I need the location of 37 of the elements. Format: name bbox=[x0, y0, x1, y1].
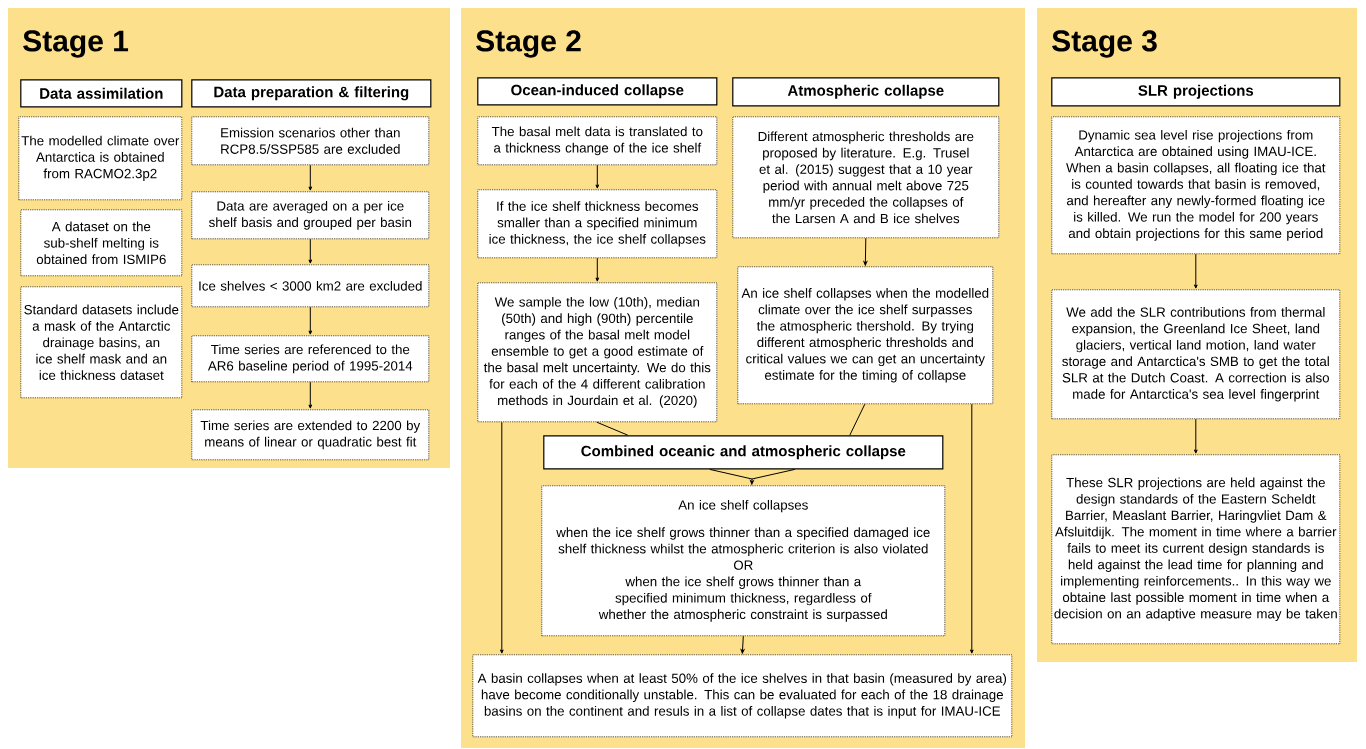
arrow bbox=[709, 468, 796, 485]
process-box: A dataset on the sub-shelf melting is obtained from ISMIP6 bbox=[20, 209, 183, 277]
section-header: Data preparation & filtering bbox=[191, 79, 432, 108]
arrow bbox=[595, 257, 600, 282]
section-header: SLR projections bbox=[1051, 77, 1341, 107]
process-box: Time series are referenced to the AR6 baseline period of 1995-2014 bbox=[191, 335, 430, 383]
process-box: An ice shelf collapses when the ice shelf grows thinner than a specified damaged ice shelf thickness whilst the atmospheric criterion is also violated OR when the ice shelf grows thinner than a specified minimum thickness, regardless of whether the atmospheric constraint is surpassed bbox=[541, 485, 946, 637]
process-box: Time series are extended to 2200 by means of linear or quadratic best fit bbox=[191, 409, 430, 461]
process-box: The modelled climate over Antarctica is obtained from RACMO2.3p2 bbox=[18, 116, 183, 201]
process-box: Different atmospheric thresholds are proposed by literature. E.g. Trusel et al. (2015) suggest that a 10 year period with annual melt above 725 mm/yr preceded the collapses of the Larsen A and B ice shelves bbox=[732, 116, 1000, 239]
arrow bbox=[969, 403, 974, 654]
arrow bbox=[308, 164, 313, 191]
process-box: Emission scenarios other than RCP8.5/SSP585 are excluded bbox=[191, 116, 430, 166]
section-header: Atmospheric collapse bbox=[732, 77, 1000, 107]
arrow bbox=[740, 635, 745, 654]
section-header: Combined oceanic and atmospheric collapse bbox=[543, 435, 944, 470]
arrow bbox=[499, 421, 504, 654]
process-box: We sample the low (10th), median (50th) and high (90th) percentile ranges of the basal melt model ensemble to get a good estimate of the basal melt uncertainty. We do this for each of the 4 different calibration methods in Jourdain et al. (2020) bbox=[477, 282, 718, 423]
process-box: Standard datasets include a mask of the Antarctic drainage basins, an ice shelf mask and an ice thickness dataset bbox=[20, 286, 183, 399]
process-box: The basal melt data is translated to a thickness change of the ice shelf bbox=[477, 116, 718, 166]
process-box: A basin collapses when at least 50% of the ice shelves in that basin (measured by area) have become conditionally unstable. This can be evaluated for each of the 18 drainage basins on the continent and resuls in a list of collapse dates that is input for IMAU-ICE bbox=[472, 654, 1013, 738]
arrow bbox=[308, 238, 313, 264]
process-box: Ice shelves < 3000 km2 are excluded bbox=[191, 264, 430, 308]
process-box: These SLR projections are held against the design standards of the Eastern Scheldt Barrier, Measlant Barrier, Haringvliet Dam & Afsluitdijk. The moment in time where a barrier fails to meet its current design standards is held against the lead time for planning and implementing reinforcements.. In this way we obtaine last possible moment in time when a decision on an adaptive measure may be taken bbox=[1051, 454, 1341, 645]
process-box: If the ice shelf thickness becomes smaller than a specified minimum ice thickness, the ice shelf collapses bbox=[477, 189, 718, 259]
arrow bbox=[308, 381, 313, 409]
section-header: Data assimilation bbox=[20, 79, 183, 108]
process-box: Dynamic sea level rise projections from Antarctica are obtained using IMAU-ICE. When a basin collapses, all floating ice that is counted towards that basin is removed, and hereafter any newly-formed floating ice is killed. We run the model for 200 years and obtain projections for this same period bbox=[1051, 116, 1341, 255]
section-header: Ocean-induced collapse bbox=[477, 77, 718, 106]
process-box: An ice shelf collapses when the modelled climate over the ice shelf surpasses the atmospheric thershold. By trying different atmospheric thresholds and critical values we can get an uncertainty estimate for the timing of collapse bbox=[737, 266, 994, 405]
arrow bbox=[595, 164, 600, 189]
process-box: Data are averaged on a per ice shelf basis and grouped per basin bbox=[191, 191, 430, 240]
process-box: We add the SLR contributions from thermal expansion, the Greenland Ice Sheet, land glaciers, vertical land motion, land water storage and Antarctica's SMB to get the total SLR at the Dutch Coast. A correction is also made for Antarctica's sea level fingerprint bbox=[1051, 289, 1341, 420]
arrow bbox=[1193, 253, 1198, 289]
arrow bbox=[863, 237, 868, 266]
arrow bbox=[308, 306, 313, 335]
arrow bbox=[1193, 418, 1198, 454]
